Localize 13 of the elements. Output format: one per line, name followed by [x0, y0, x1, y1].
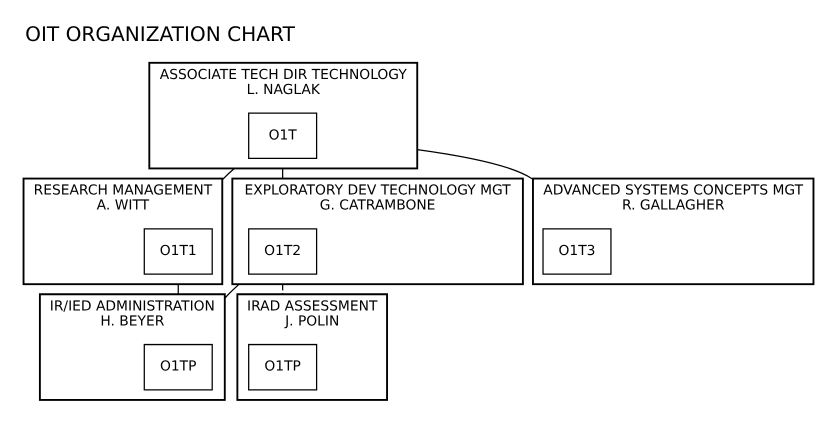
- diagram-title: OIT ORGANIZATION CHART: [25, 22, 295, 46]
- connector: [282, 168, 284, 179]
- connector: [178, 284, 179, 294]
- node-box: O1T: [248, 112, 318, 160]
- node-box: O1TP: [248, 344, 318, 390]
- connector: [224, 284, 240, 299]
- node-box: O1T3: [542, 228, 612, 275]
- node-box: O1T1: [144, 228, 213, 275]
- node-box: O1T2: [248, 228, 318, 275]
- connector: [222, 168, 235, 180]
- connector: [282, 284, 284, 294]
- node-box: O1TP: [144, 344, 213, 390]
- connector: [417, 148, 534, 180]
